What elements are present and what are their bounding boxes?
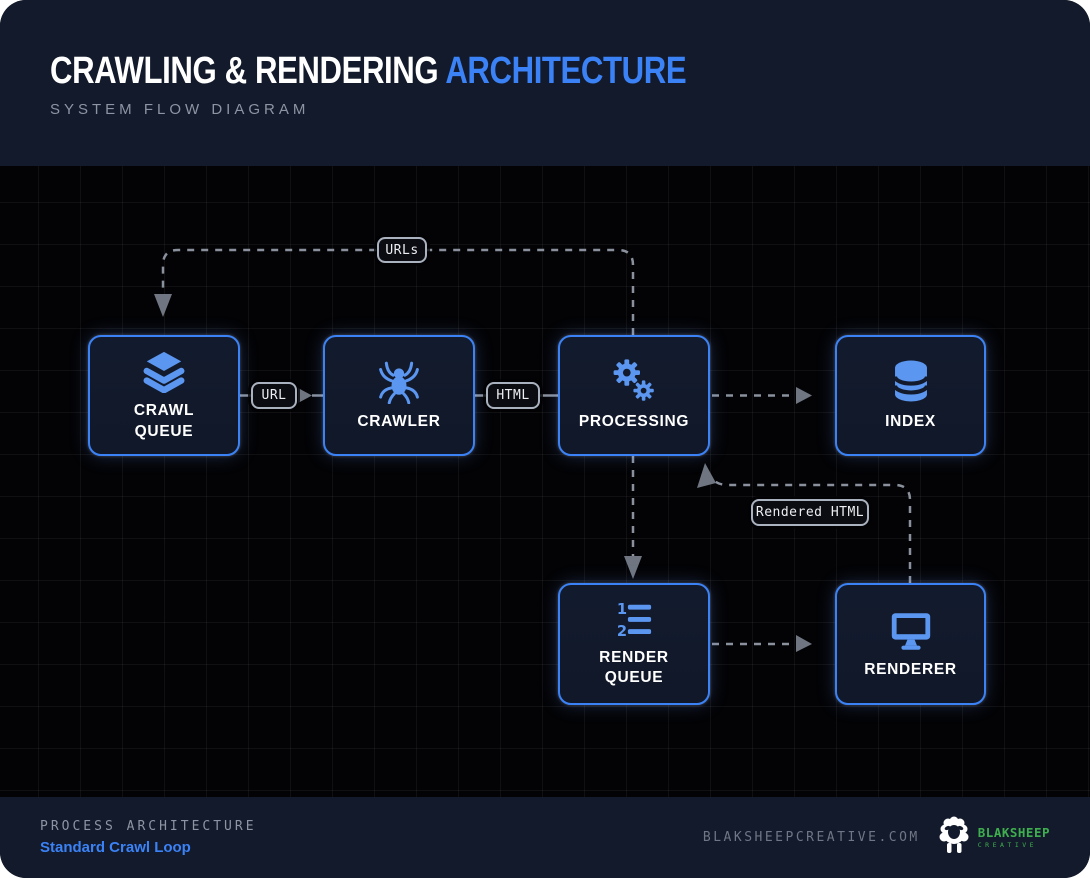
page-subtitle: SYSTEM FLOW DIAGRAM	[50, 101, 310, 118]
footer-left: PROCESS ARCHITECTURE Standard Crawl Loop	[40, 819, 257, 856]
node-renderer: RENDERER	[835, 583, 986, 705]
node-label-line1: RENDER	[599, 648, 669, 666]
node-label-line1: CRAWL	[133, 402, 195, 420]
node-label: CRAWLER	[357, 412, 440, 432]
node-label: RENDER QUEUE	[599, 648, 669, 689]
node-label: RENDERER	[864, 660, 957, 680]
node-processing: PROCESSING	[558, 335, 710, 456]
node-label: CRAWL QUEUE	[134, 401, 194, 442]
node-label-line1: CRAWLER	[357, 413, 441, 431]
footer: PROCESS ARCHITECTURE Standard Crawl Loop…	[0, 797, 1090, 878]
ordered-list-icon: 1 2	[612, 600, 656, 640]
node-label: INDEX	[885, 412, 936, 432]
footer-title: Standard Crawl Loop	[40, 839, 191, 856]
svg-text:1: 1	[617, 600, 627, 617]
svg-text:2: 2	[617, 622, 627, 639]
edge-label-url: URL	[251, 382, 297, 409]
node-crawl-queue: CRAWL QUEUE	[88, 335, 240, 456]
footer-website: BLAKSHEEPCREATIVE.COM	[702, 830, 920, 845]
title-main: CRAWLING & RENDERING	[50, 50, 446, 92]
layers-icon	[141, 349, 187, 394]
node-render-queue: 1 2 RENDER QUEUE	[558, 583, 710, 705]
header: CRAWLING & RENDERING ARCHITECTURE SYSTEM…	[0, 0, 1090, 166]
edge-label-rendered-html: Rendered HTML	[751, 499, 869, 526]
edge-label-urls: URLs	[377, 237, 427, 263]
footer-right: BLAKSHEEPCREATIVE.COM	[703, 815, 1050, 860]
brand-text: BLAKSHEEP CREATIVE	[977, 825, 1050, 849]
page-title: CRAWLING & RENDERING ARCHITECTURE	[50, 50, 687, 93]
gears-icon	[610, 358, 658, 404]
node-label-line1: RENDERER	[864, 660, 957, 678]
brand-name: BLAKSHEEP	[977, 825, 1050, 840]
brand-logo: BLAKSHEEP CREATIVE	[936, 815, 1050, 860]
title-accent: ARCHITECTURE	[445, 50, 687, 92]
sheep-icon	[936, 815, 972, 860]
flow-diagram: CRAWL QUEUE	[0, 166, 1090, 797]
footer-eyebrow: PROCESS ARCHITECTURE	[40, 819, 257, 834]
node-crawler: CRAWLER	[323, 335, 475, 456]
node-label-line2: QUEUE	[604, 669, 664, 686]
edge-label-html: HTML	[486, 382, 540, 409]
node-label-line2: QUEUE	[134, 422, 194, 440]
node-index: INDEX	[835, 335, 986, 456]
node-label-line1: INDEX	[885, 413, 936, 431]
spider-icon	[376, 358, 422, 405]
node-label-line1: PROCESSING	[578, 413, 690, 431]
node-label: PROCESSING	[579, 412, 689, 432]
monitor-icon	[887, 608, 935, 652]
database-icon	[888, 358, 934, 404]
brand-sub: CREATIVE	[977, 840, 1038, 849]
